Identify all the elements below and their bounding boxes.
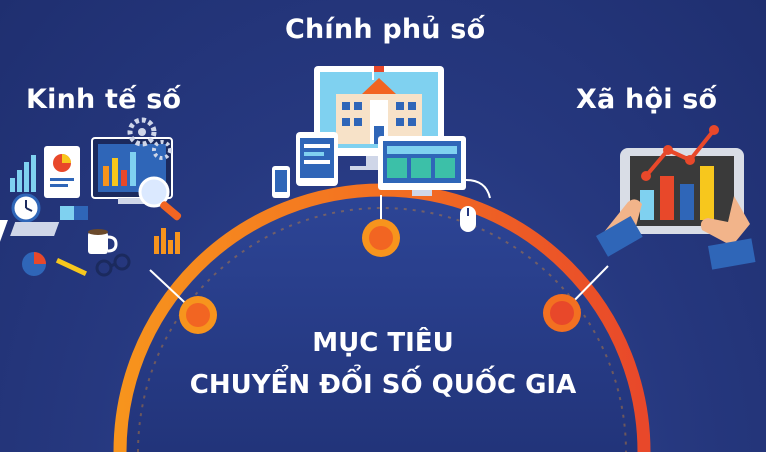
digital-society-icon xyxy=(596,125,756,270)
goal-dome xyxy=(120,190,644,452)
e-government-icon xyxy=(272,66,491,232)
goal-title-line1: MỤC TIÊU xyxy=(312,328,454,358)
node-economy xyxy=(179,296,217,334)
goal-arc-inner xyxy=(137,207,627,452)
node-government xyxy=(362,219,400,257)
pillar-label-society: Xã hội số xyxy=(576,84,718,115)
node-society xyxy=(543,294,581,332)
goal-title-line2: CHUYỂN ĐỔI SỐ QUỐC GIA xyxy=(189,370,577,400)
pillar-label-government: Chính phủ số xyxy=(285,14,486,45)
digital-economy-icon xyxy=(0,117,182,277)
pillar-label-economy: Kinh tế số xyxy=(26,84,182,115)
